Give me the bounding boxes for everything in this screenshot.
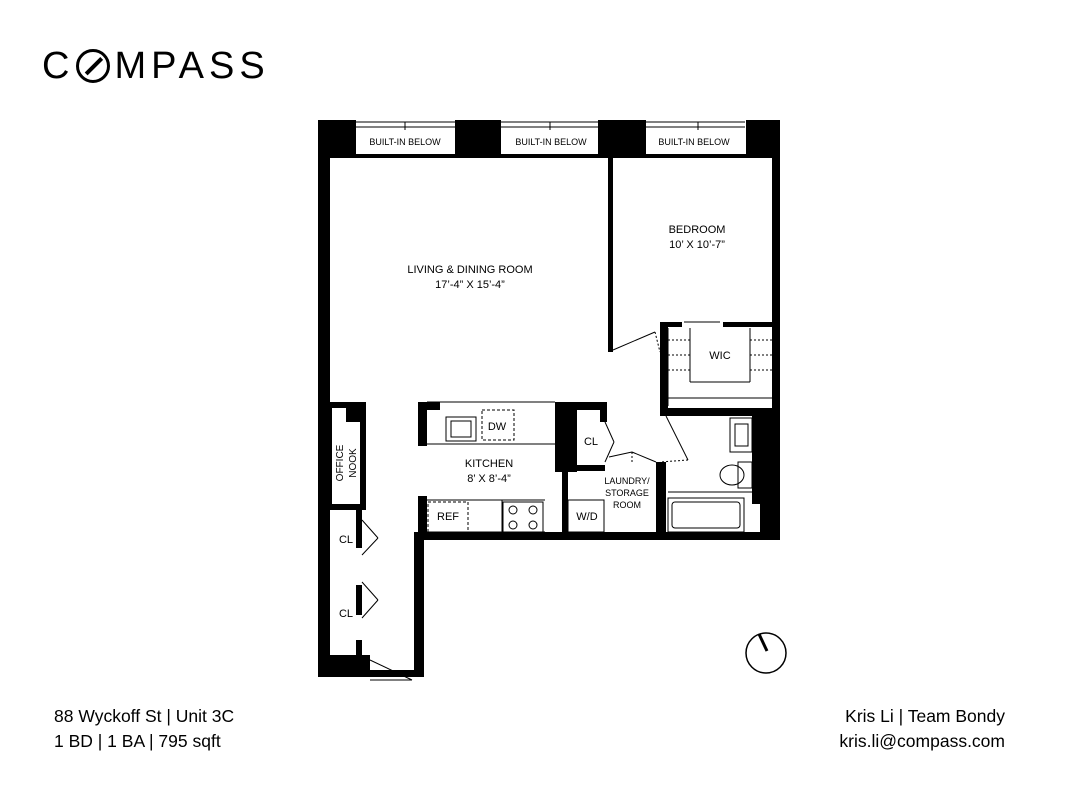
agent-email[interactable]: kris.li@compass.com <box>839 731 1005 751</box>
laundry-label: LAUNDRY/ STORAGE ROOM <box>604 476 650 510</box>
laundry-line: LAUNDRY/ <box>604 476 650 486</box>
north-arrow-icon <box>745 632 787 674</box>
refrigerator-label: REF <box>437 511 459 523</box>
kitchen-fixtures <box>427 401 555 533</box>
doors <box>361 331 689 681</box>
listing-summary: 1 BD | 1 BA | 795 sqft <box>54 731 221 751</box>
office-line: NOOK <box>348 448 359 478</box>
laundry-line: STORAGE <box>605 488 649 498</box>
laundry-line: ROOM <box>613 500 641 510</box>
compass-logo: C MPASS <box>42 44 270 88</box>
bathroom-fixtures <box>667 417 753 533</box>
logo-prefix: C <box>42 45 75 87</box>
listing-address: 88 Wyckoff St | Unit 3C <box>54 706 235 726</box>
walls <box>318 120 780 677</box>
builtin-labels: BUILT-IN BELOW BUILT-IN BELOW BUILT-IN B… <box>369 137 730 147</box>
office-nook-label: OFFICE NOOK <box>335 444 359 481</box>
bedroom-dims: 10’ X 10’-7” <box>669 239 725 251</box>
closet-label: CL <box>339 608 353 620</box>
living-room-dims: 17’-4” X 15’-4” <box>435 279 505 291</box>
washer-dryer-label: W/D <box>576 511 597 523</box>
closet-label: CL <box>584 436 598 448</box>
builtin-label: BUILT-IN BELOW <box>515 137 587 147</box>
living-room-label: LIVING & DINING ROOM <box>407 264 532 276</box>
kitchen-label: KITCHEN <box>465 458 513 470</box>
compass-o-icon <box>76 49 111 83</box>
closet-label: CL <box>339 534 353 546</box>
builtin-label: BUILT-IN BELOW <box>369 137 441 147</box>
listing-info: 88 Wyckoff St | Unit 3C 1 BD | 1 BA | 79… <box>54 704 234 754</box>
kitchen-dims: 8’ X 8’-4” <box>467 473 511 485</box>
agent-info: Kris Li | Team Bondy kris.li@compass.com <box>839 704 1005 754</box>
bedroom-label: BEDROOM <box>669 224 726 236</box>
agent-name: Kris Li | Team Bondy <box>845 706 1005 726</box>
wic-label: WIC <box>709 350 730 362</box>
washer-dryer <box>567 499 605 533</box>
logo-suffix: MPASS <box>114 45 270 87</box>
builtin-label: BUILT-IN BELOW <box>658 137 730 147</box>
dishwasher-label: DW <box>488 421 507 433</box>
windows <box>356 121 745 130</box>
room-labels: LIVING & DINING ROOM 17’-4” X 15’-4” BED… <box>339 224 731 620</box>
office-line: OFFICE <box>335 444 346 481</box>
wic-shelving <box>667 321 772 406</box>
